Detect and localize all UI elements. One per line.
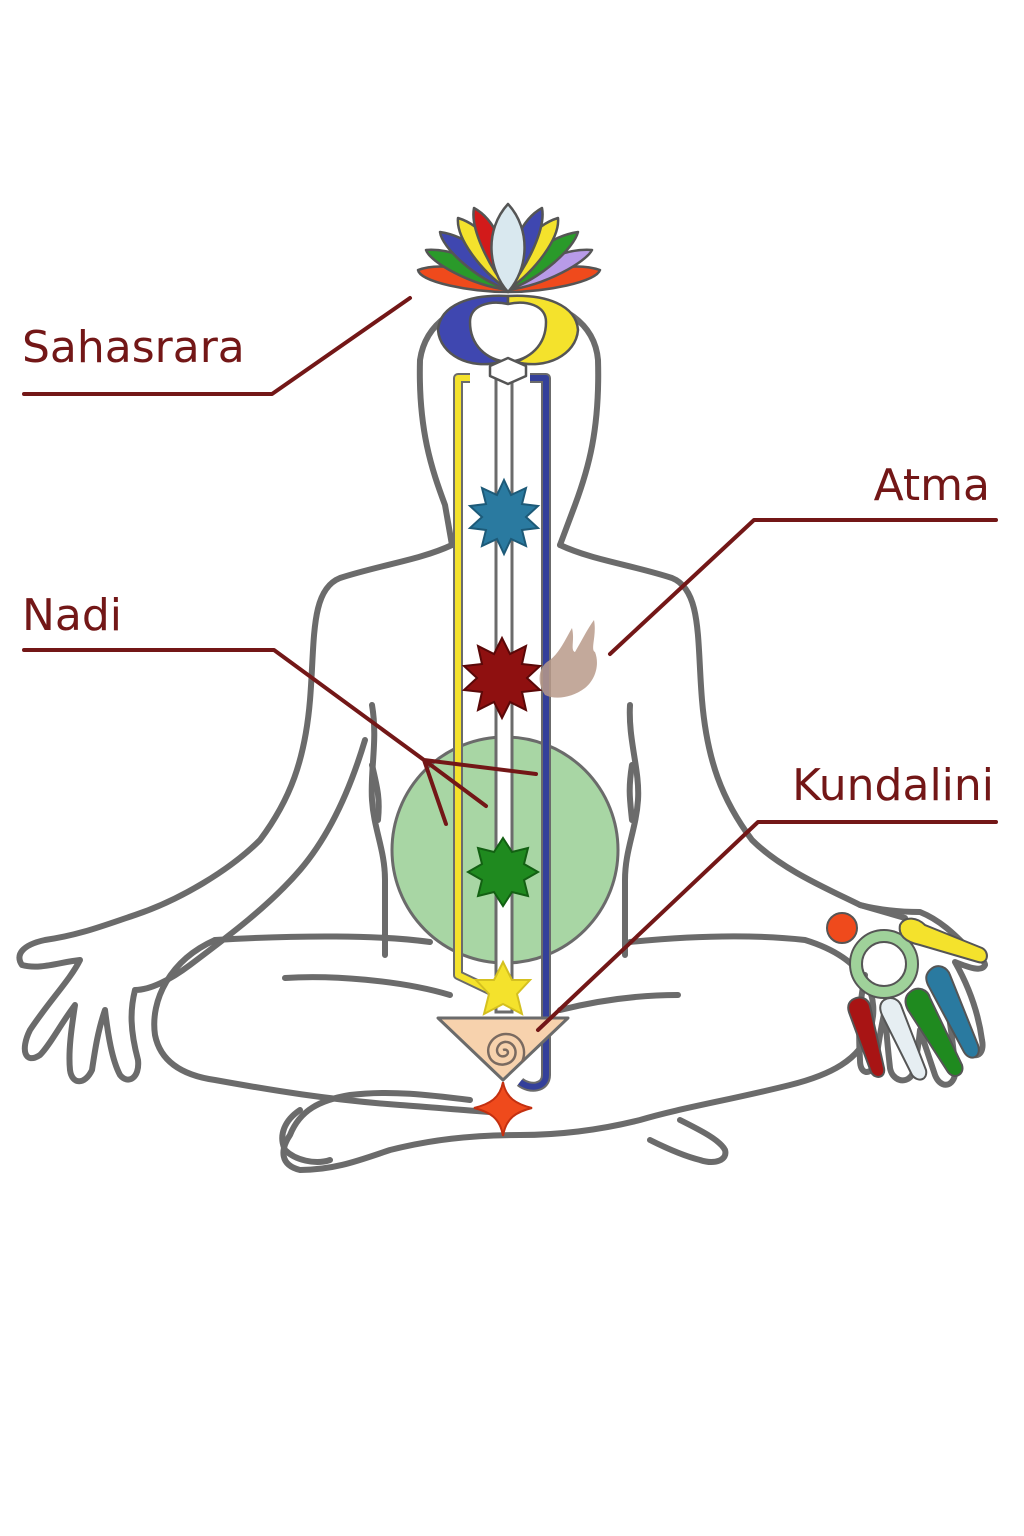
left-foot-outline [279,1107,333,1165]
hand-red-dot [826,912,858,944]
label-leaders [22,296,998,1032]
right-arm-outline [557,542,908,921]
sahasrara-label: Sahasrara [22,322,245,373]
root-chakra [436,1016,570,1082]
meditating-figure [16,295,988,1173]
star-icon [473,959,533,1016]
hand-yellow-finger [898,917,988,964]
heart-chakra [461,635,543,721]
right-chest-line [626,762,635,823]
colored-fingers-icon [826,912,988,1081]
left-knee-outline [151,937,493,1115]
hand-green-ring [850,930,918,998]
left-chest-line [369,762,382,823]
hand-green-finger [904,987,964,1077]
kundalini-label: Kundalini [792,760,994,811]
hand-white-finger [879,997,928,1081]
right-torso-line [622,702,642,958]
nadi-leader [22,648,538,826]
sahasrara-leader [22,296,412,396]
lower-shin-line [282,974,681,1013]
lotus-icon [416,202,602,386]
kundalini-leader [536,820,998,1032]
star-chakra-icon [465,836,541,908]
nadi-label: Nadi [22,590,122,641]
navel-chakra [465,836,541,908]
flower-chakra-icon [467,477,541,557]
hand-dark-red-finger [847,996,886,1078]
hand-teal-finger [925,965,980,1059]
right-foot-outline [647,1117,729,1165]
atma-label: Atma [874,460,990,511]
left-torso-line [368,702,388,958]
four-point-star-icon [473,1081,533,1137]
left-arm-outline [16,542,455,1085]
atma-flame-icon [539,620,597,698]
flower-chakra-icon [461,635,543,721]
atma-leader [608,518,998,656]
throat-chakra [467,477,541,557]
